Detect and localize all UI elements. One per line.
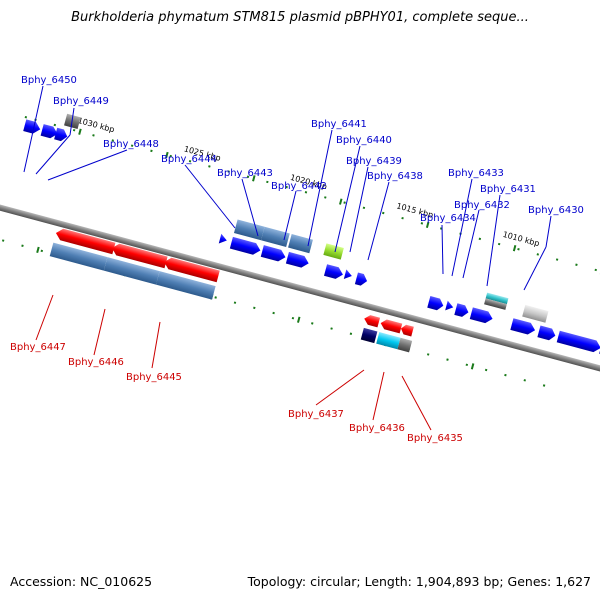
gene-label-bphy-6446[interactable]: Bphy_6446: [68, 357, 124, 368]
gene-arrow[interactable]: [163, 256, 220, 283]
tick-dots-outer: [24, 116, 600, 275]
gene-arrow[interactable]: [510, 318, 536, 336]
gene-arrow[interactable]: [23, 119, 42, 135]
gene-arrow[interactable]: [260, 245, 287, 263]
gene-label-bphy-6433[interactable]: Bphy_6433: [448, 168, 504, 179]
scale-label-1010: 1010 kbp: [502, 230, 541, 248]
gene-arrow[interactable]: [229, 236, 262, 256]
gene-label-bphy-6435[interactable]: Bphy_6435: [407, 433, 463, 444]
gene-arrow[interactable]: [556, 330, 600, 354]
gene-label-bphy-6437[interactable]: Bphy_6437: [288, 409, 344, 420]
gene-label-bphy-6440[interactable]: Bphy_6440: [336, 135, 392, 146]
gene-box[interactable]: [360, 327, 378, 344]
gene-label-bphy-6432[interactable]: Bphy_6432: [454, 200, 510, 211]
leader-lines: [23, 85, 552, 431]
gene-arrow[interactable]: [285, 251, 310, 269]
gene-label-bphy-6436[interactable]: Bphy_6436: [349, 423, 405, 434]
gene-arrow[interactable]: [343, 269, 353, 280]
reverse-gene-labels: Bphy_6447 Bphy_6446 Bphy_6445 Bphy_6437 …: [10, 342, 463, 444]
gene-label-bphy-6449[interactable]: Bphy_6449: [53, 96, 109, 107]
gene-label-bphy-6434[interactable]: Bphy_6434: [420, 213, 476, 224]
gene-box[interactable]: [485, 292, 509, 305]
gene-label-bphy-6448[interactable]: Bphy_6448: [103, 139, 159, 150]
gene-arrow[interactable]: [354, 272, 369, 286]
gene-arrow[interactable]: [454, 303, 470, 318]
gene-arrow[interactable]: [40, 124, 60, 140]
topology-text: Topology: circular; Length: 1,904,893 bp…: [247, 574, 591, 589]
gene-box[interactable]: [397, 337, 413, 353]
gene-label-bphy-6450[interactable]: Bphy_6450: [21, 75, 77, 86]
gene-box[interactable]: [376, 332, 401, 350]
gene-box[interactable]: [49, 242, 108, 271]
gene-arrow[interactable]: [445, 300, 454, 312]
gene-arrow[interactable]: [54, 127, 69, 143]
gene-box[interactable]: [288, 234, 313, 254]
gene-box[interactable]: [155, 271, 216, 300]
gene-box[interactable]: [103, 257, 160, 285]
accession-text: Accession: NC_010625: [10, 574, 152, 589]
gene-arrow[interactable]: [427, 296, 445, 311]
gene-label-bphy-6431[interactable]: Bphy_6431: [480, 184, 536, 195]
gene-box[interactable]: [261, 226, 290, 248]
gene-label-bphy-6443[interactable]: Bphy_6443: [217, 168, 273, 179]
gene-arrow[interactable]: [218, 233, 228, 245]
scale-label-1030: 1030 kbp: [77, 116, 116, 134]
genome-backbone: [0, 191, 600, 385]
gene-arrow[interactable]: [379, 318, 403, 334]
forward-gene-labels: Bphy_6450 Bphy_6449 Bphy_6448 Bphy_6444 …: [21, 75, 584, 224]
reverse-genes: [49, 227, 414, 353]
gene-box[interactable]: [522, 304, 549, 323]
gene-arrow[interactable]: [537, 325, 557, 342]
gene-label-bphy-6444[interactable]: Bphy_6444: [161, 154, 217, 165]
gene-arrow[interactable]: [323, 264, 344, 280]
gene-arrow[interactable]: [110, 242, 168, 269]
gene-box[interactable]: [484, 298, 507, 310]
gene-arrow[interactable]: [469, 307, 494, 324]
gene-box[interactable]: [323, 243, 344, 260]
gene-label-bphy-6441[interactable]: Bphy_6441: [311, 119, 367, 130]
gene-label-bphy-6442[interactable]: Bphy_6442: [271, 181, 327, 192]
forward-genes: [23, 113, 600, 365]
map-title: Burkholderia phymatum STM815 plasmid pBP…: [71, 10, 529, 25]
gene-box[interactable]: [233, 219, 265, 241]
gene-label-bphy-6438[interactable]: Bphy_6438: [367, 171, 423, 182]
gene-arrow[interactable]: [400, 324, 414, 337]
gene-arrow[interactable]: [54, 227, 116, 255]
gene-label-bphy-6445[interactable]: Bphy_6445: [126, 372, 182, 383]
gene-label-bphy-6439[interactable]: Bphy_6439: [346, 156, 402, 167]
gene-label-bphy-6447[interactable]: Bphy_6447: [10, 342, 66, 353]
gene-arrow[interactable]: [363, 314, 381, 328]
gene-label-bphy-6430[interactable]: Bphy_6430: [528, 205, 584, 216]
